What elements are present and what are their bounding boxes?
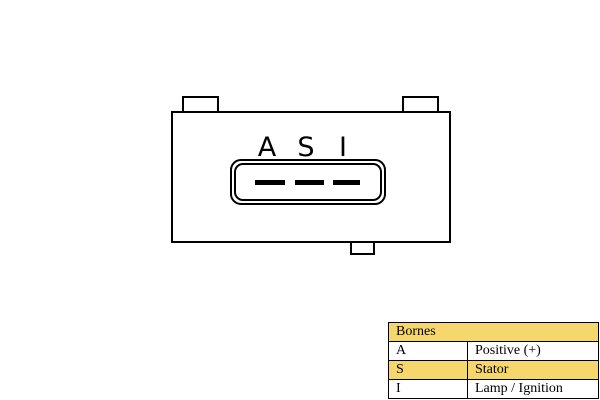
pin-label-i: I — [339, 132, 347, 163]
connector-body — [171, 111, 451, 243]
connector-diagram: A S I — [171, 96, 451, 255]
legend-table: Bornes A Positive (+) S Stator I Lamp / … — [388, 322, 599, 399]
legend-description: Positive (+) — [467, 341, 599, 361]
legend-code: S — [388, 360, 468, 380]
connector-bottom-tab — [350, 241, 375, 255]
pin-label-s: S — [297, 132, 314, 163]
pin-terminal-a — [255, 180, 285, 185]
legend-row: I Lamp / Ignition — [388, 379, 599, 399]
connector-top-left-tab — [182, 96, 219, 113]
pin-terminal-i — [333, 180, 360, 185]
legend-row: S Stator — [388, 360, 599, 380]
connector-top-right-tab — [402, 96, 439, 113]
legend-row: A Positive (+) — [388, 341, 599, 361]
legend-title: Bornes — [388, 322, 599, 342]
pin-terminal-s — [295, 180, 324, 185]
legend-description: Stator — [467, 360, 599, 380]
plug-socket-outer — [230, 159, 386, 205]
legend-code: A — [388, 341, 468, 361]
pin-label-a: A — [258, 132, 277, 163]
plug-socket-inner — [234, 163, 382, 201]
legend-header-row: Bornes — [388, 322, 599, 342]
legend-description: Lamp / Ignition — [467, 379, 599, 399]
legend-code: I — [388, 379, 468, 399]
